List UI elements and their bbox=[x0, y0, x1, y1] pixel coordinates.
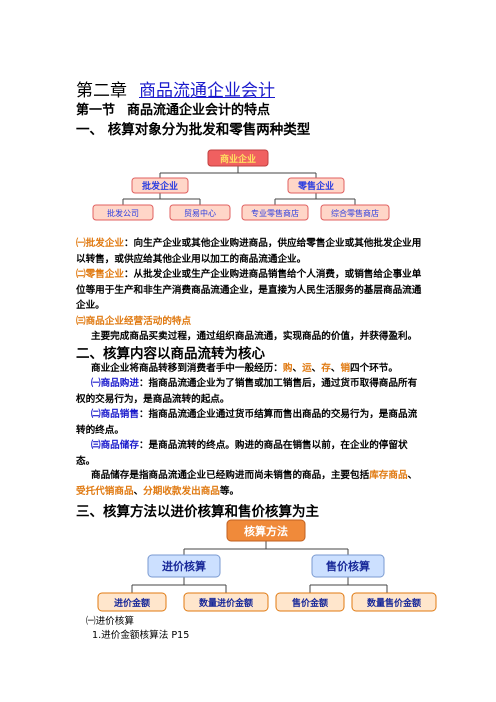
tree1-l3-label-1: 贸易中心 bbox=[184, 208, 216, 218]
tree1-l3-box-3 bbox=[320, 204, 390, 221]
para1-text: ：向生产企业或其他企业购进商品，供应给零售企业或其他批发企业用以转售，或供应给其… bbox=[76, 238, 422, 265]
section-number: 第一节 bbox=[76, 103, 116, 118]
tree2-l3-box-1 bbox=[183, 592, 269, 612]
para4-text-after: 四个环节。 bbox=[350, 363, 398, 374]
para1-label: ㈠批发企业 bbox=[76, 238, 124, 249]
tree1-l3-label-2: 专业零售商店 bbox=[251, 208, 299, 218]
tree2-l3-label-3: 数量售价金额 bbox=[367, 597, 421, 609]
step-0: 购 bbox=[282, 363, 293, 374]
tree2-l3-box-0 bbox=[97, 592, 167, 612]
para-storage-detail: 商品储存是指商品流通企业已经购进而尚未销售的商品，主要包括库存商品、受托代销商品… bbox=[76, 470, 418, 497]
tree2-root-label: 核算方法 bbox=[244, 524, 288, 538]
para7-text: ：是商品流转的终点。购进的商品在销售以前，在企业的停留状态。 bbox=[76, 440, 408, 467]
chapter-title-link[interactable]: 商品流通企业会计 bbox=[139, 81, 275, 101]
chapter-title: 第二章商品流通企业会计 bbox=[76, 76, 275, 101]
para-sales: ㈡商品销售：指商品流通企业通过货币结算而售出商品的交易行为，是商品流转的终点。 bbox=[76, 407, 426, 438]
footer-method: 1.进价金额核算法 P15 bbox=[92, 630, 190, 641]
para6-label: ㈡商品销售 bbox=[91, 409, 139, 420]
tree2-l3-label-2: 售价金额 bbox=[291, 597, 328, 609]
tree2-l2-box-0 bbox=[147, 554, 221, 578]
tree1-l3-label-3: 综合零售商店 bbox=[331, 208, 379, 218]
tree1-l2-box-1 bbox=[287, 177, 345, 194]
heading-3: 三、核算方法以进价核算和售价核算为主 bbox=[76, 504, 319, 520]
storage-item-2: 分期收款发出商品 bbox=[143, 485, 220, 497]
para5-text: ：指商品流通企业为了销售或加工销售后，通过货币取得商品所有权的交易行为，是商品流… bbox=[76, 378, 418, 405]
storage-item-1: 受托代销商品 bbox=[76, 485, 134, 497]
tree1-l3-box-1 bbox=[169, 204, 231, 221]
tree2-l3-label-0: 进价金额 bbox=[114, 597, 150, 609]
footer-subheading: ㈠进价核算 bbox=[86, 616, 134, 627]
tree1-l2-label-1: 零售企业 bbox=[297, 180, 334, 192]
para3-label: ㈢商品企业经营活动的特点 bbox=[76, 316, 192, 327]
tree2-connectors bbox=[131, 541, 388, 593]
para5-label: ㈠商品购进 bbox=[91, 378, 139, 389]
tree1-root-label: 商业企业 bbox=[220, 153, 256, 165]
step-3: 销 bbox=[340, 363, 351, 374]
tree1-connectors bbox=[122, 165, 356, 205]
tree1-l3-box-2 bbox=[241, 204, 309, 221]
para7-label: ㈢商品储存 bbox=[91, 440, 139, 451]
para-wholesale: ㈠批发企业：向生产企业或其他企业购进商品，供应给零售企业或其他批发企业用以转售，… bbox=[76, 236, 426, 267]
tree1-l2-box-0 bbox=[131, 177, 189, 194]
section-name: 商品流通企业会计的特点 bbox=[127, 103, 271, 118]
tree2-l3-box-2 bbox=[275, 592, 345, 612]
step-2: 存 bbox=[321, 363, 331, 374]
para3-text: 主要完成商品买卖过程，通过组织商品流通，实现商品的价值，并获得盈利。 bbox=[91, 331, 418, 342]
para2-label: ㈡零售企业 bbox=[76, 269, 124, 280]
tree2-l2-label-0: 进价核算 bbox=[162, 559, 206, 573]
step-1: 运 bbox=[302, 363, 312, 374]
para8-text-before: 商品储存是指商品流通企业已经购进而尚未销售的商品，主要包括 bbox=[91, 470, 370, 481]
section-title: 第一节商品流通企业会计的特点 bbox=[76, 99, 270, 118]
tree2-l2-box-1 bbox=[311, 554, 385, 578]
para-storage: ㈢商品储存：是商品流转的终点。购进的商品在销售以前，在企业的停留状态。 bbox=[76, 438, 426, 469]
tree2-l2-label-1: 售价核算 bbox=[325, 559, 370, 573]
para-retail: ㈡零售企业：从批发企业或生产企业购进商品销售给个人消费，或销售给企事业单位等用于… bbox=[76, 267, 426, 314]
tree2-l3-box-3 bbox=[351, 592, 437, 612]
heading-2: 二、核算内容以商品流转为核心 bbox=[76, 346, 265, 362]
storage-item-0: 库存商品 bbox=[369, 470, 408, 481]
tree-diagram-methods: 核算方法 进价核算 售价核算 进价金额 数量进价金额 售价金额 数量售价金额 bbox=[97, 519, 437, 612]
tree-diagram-enterprise: 商业企业 批发企业 零售企业 批发公司 贸易中心 专业零售商店 综合零售商店 bbox=[92, 149, 390, 221]
para-purchase: ㈠商品购进：指商品流通企业为了销售或加工销售后，通过货币取得商品所有权的交易行为… bbox=[76, 376, 426, 407]
para2-text: ：从批发企业或生产企业购进商品销售给个人消费，或销售给企事业单位等用于生产和非生… bbox=[76, 269, 422, 311]
tree1-l3-label-0: 批发公司 bbox=[107, 208, 139, 218]
tree2-l3-label-1: 数量进价金额 bbox=[199, 597, 253, 609]
heading-1: 一、 核算对象分为批发和零售两种类型 bbox=[76, 122, 311, 138]
tree1-l3-box-0 bbox=[92, 204, 154, 221]
para4-text-before: 商业企业将商品转移到消费者手中一般经历： bbox=[91, 363, 283, 374]
tree2-root-box bbox=[226, 519, 306, 542]
para8-text-after: 等。 bbox=[219, 485, 240, 497]
para-four-steps: 商业企业将商品转移到消费者手中一般经历：购、运、存、销四个环节。 bbox=[91, 363, 398, 374]
chapter-number: 第二章 bbox=[76, 81, 127, 101]
tree1-root-box bbox=[207, 149, 269, 167]
para6-text: ：指商品流通企业通过货币结算而售出商品的交易行为，是商品流转的终点。 bbox=[76, 409, 418, 436]
tree1-l2-label-0: 批发企业 bbox=[142, 180, 178, 192]
